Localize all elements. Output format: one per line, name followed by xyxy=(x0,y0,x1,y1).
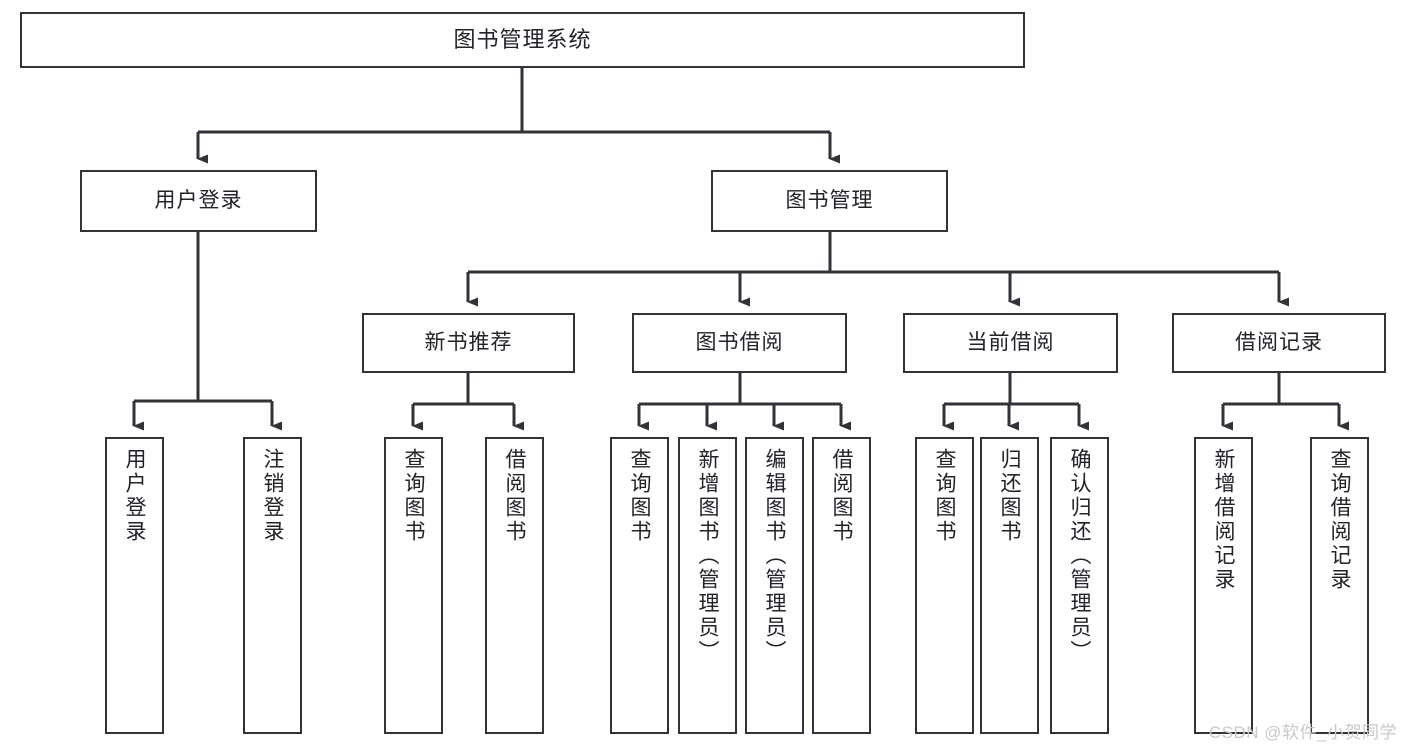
node-label: 查询图书 xyxy=(402,448,425,544)
leaf-borrow-book-recommend[interactable]: 借阅图书 xyxy=(485,437,544,734)
node-label: 用户登录 xyxy=(154,188,243,212)
node-label: 确认归还（管理员） xyxy=(1068,448,1091,664)
node-label: 新增图书（管理员） xyxy=(696,448,719,664)
leaf-edit-book-admin[interactable]: 编辑图书（管理员） xyxy=(745,437,804,734)
leaf-add-borrow-record[interactable]: 新增借阅记录 xyxy=(1194,437,1253,734)
leaf-user-login[interactable]: 用户登录 xyxy=(105,437,164,734)
node-current-borrow[interactable]: 当前借阅 xyxy=(903,313,1118,373)
node-label: 用户登录 xyxy=(123,448,146,544)
node-label: 借阅图书 xyxy=(830,448,853,544)
node-label: 图书借阅 xyxy=(695,330,784,354)
leaf-add-book-admin[interactable]: 新增图书（管理员） xyxy=(678,437,737,734)
node-label: 新增借阅记录 xyxy=(1212,448,1235,592)
leaf-query-book-borrow[interactable]: 查询图书 xyxy=(610,437,669,734)
node-label: 图书管理 xyxy=(785,188,874,212)
node-new-book-recommend[interactable]: 新书推荐 xyxy=(362,313,575,373)
node-label: 新书推荐 xyxy=(424,330,513,354)
node-label: 当前借阅 xyxy=(966,330,1055,354)
node-book-manage[interactable]: 图书管理 xyxy=(711,170,948,232)
node-borrow-record[interactable]: 借阅记录 xyxy=(1172,313,1386,373)
csdn-watermark: CSDN @软件_小贺同学 xyxy=(1208,723,1397,742)
leaf-query-borrow-record[interactable]: 查询借阅记录 xyxy=(1310,437,1369,734)
node-label: 查询图书 xyxy=(933,448,956,544)
node-label: 查询借阅记录 xyxy=(1328,448,1351,592)
node-label: 注销登录 xyxy=(261,448,284,544)
leaf-query-book-recommend[interactable]: 查询图书 xyxy=(384,437,443,734)
node-label: 借阅记录 xyxy=(1235,330,1323,354)
node-label: 编辑图书（管理员） xyxy=(763,448,786,664)
node-label: 查询图书 xyxy=(628,448,651,544)
leaf-confirm-return-admin[interactable]: 确认归还（管理员） xyxy=(1050,437,1109,734)
leaf-logout-login[interactable]: 注销登录 xyxy=(243,437,302,734)
node-label: 图书管理系统 xyxy=(453,27,592,53)
node-user-login[interactable]: 用户登录 xyxy=(80,170,317,232)
node-root-system[interactable]: 图书管理系统 xyxy=(20,12,1025,68)
leaf-return-book[interactable]: 归还图书 xyxy=(980,437,1039,734)
node-label: 借阅图书 xyxy=(503,448,526,544)
node-book-borrow[interactable]: 图书借阅 xyxy=(632,313,847,373)
node-label: 归还图书 xyxy=(998,448,1021,544)
leaf-borrow-book-borrow[interactable]: 借阅图书 xyxy=(812,437,871,734)
leaf-query-book-current[interactable]: 查询图书 xyxy=(915,437,974,734)
